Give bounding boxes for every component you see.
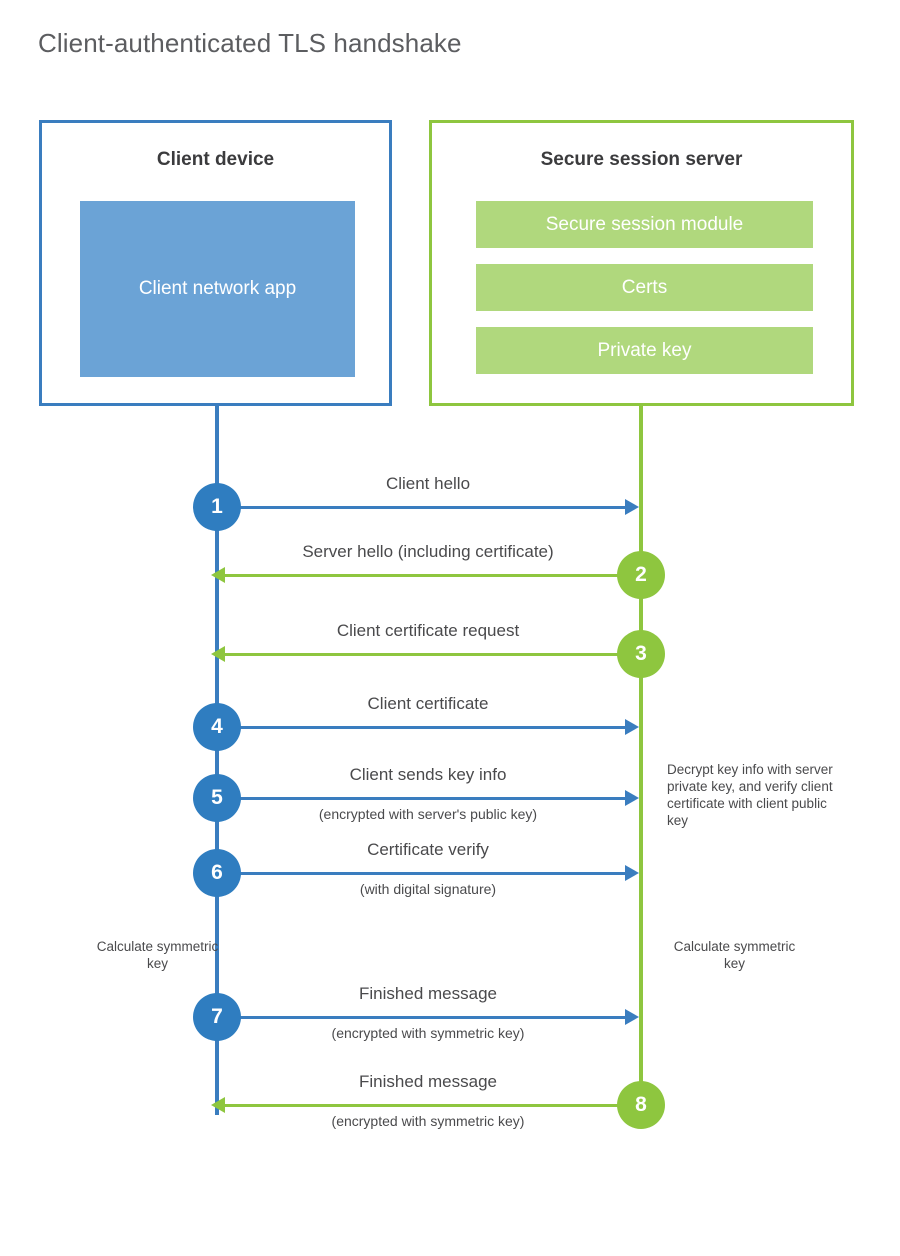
step-number-badge-8[interactable]: 8 — [617, 1081, 665, 1129]
message-sublabel: (encrypted with symmetric key) — [331, 1025, 525, 1041]
client-device-title: Client device — [156, 149, 275, 170]
note-client-calculate-symmetric-key: Calculate symmetric key — [96, 939, 219, 971]
message-line — [235, 872, 629, 875]
arrow-head-icon — [625, 1009, 639, 1025]
arrow-head-icon — [625, 719, 639, 735]
step-number-badge-6[interactable]: 6 — [193, 849, 241, 897]
message-line — [225, 1104, 623, 1107]
arrow-head-icon — [625, 790, 639, 806]
server-component-secure-session-module: Secure session module — [476, 201, 813, 248]
message-line — [235, 797, 629, 800]
message-line — [235, 726, 629, 729]
note-server-decrypt: Decrypt key info with server private key… — [667, 762, 833, 828]
arrow-head-icon — [625, 499, 639, 515]
server-lifeline — [639, 403, 643, 1105]
message-label: Finished message — [359, 1072, 497, 1091]
message-line — [225, 574, 623, 577]
secure-session-server-title: Secure session server — [540, 149, 743, 170]
step-number-badge-1[interactable]: 1 — [193, 483, 241, 531]
message-line — [235, 506, 629, 509]
message-sublabel: (with digital signature) — [359, 881, 497, 897]
message-label: Server hello (including certificate) — [302, 542, 554, 561]
step-number-badge-3[interactable]: 3 — [617, 630, 665, 678]
arrow-head-icon — [211, 646, 225, 662]
step-number-badge-5[interactable]: 5 — [193, 774, 241, 822]
arrow-head-icon — [625, 865, 639, 881]
client-network-app-block: Client network app — [80, 201, 355, 377]
step-number-badge-7[interactable]: 7 — [193, 993, 241, 1041]
secure-session-server-box: Secure session server Secure session mod… — [429, 120, 854, 406]
page-title: Client-authenticated TLS handshake — [38, 28, 462, 58]
message-label: Certificate verify — [367, 840, 489, 859]
message-sublabel: (encrypted with server's public key) — [318, 806, 538, 822]
message-label: Finished message — [359, 984, 497, 1003]
message-label: Client certificate request — [336, 621, 520, 640]
note-server-calculate-symmetric-key: Calculate symmetric key — [673, 939, 796, 971]
client-device-box: Client device Client network app — [39, 120, 392, 406]
arrow-head-icon — [211, 1097, 225, 1113]
message-sublabel: (encrypted with symmetric key) — [331, 1113, 525, 1129]
message-label: Client sends key info — [349, 765, 507, 784]
message-line — [235, 1016, 629, 1019]
message-line — [225, 653, 623, 656]
server-component-certs: Certs — [476, 264, 813, 311]
message-label: Client certificate — [367, 694, 489, 713]
server-component-private-key: Private key — [476, 327, 813, 374]
step-number-badge-2[interactable]: 2 — [617, 551, 665, 599]
message-label: Client hello — [385, 474, 471, 493]
step-number-badge-4[interactable]: 4 — [193, 703, 241, 751]
arrow-head-icon — [211, 567, 225, 583]
client-lifeline — [215, 403, 219, 1115]
